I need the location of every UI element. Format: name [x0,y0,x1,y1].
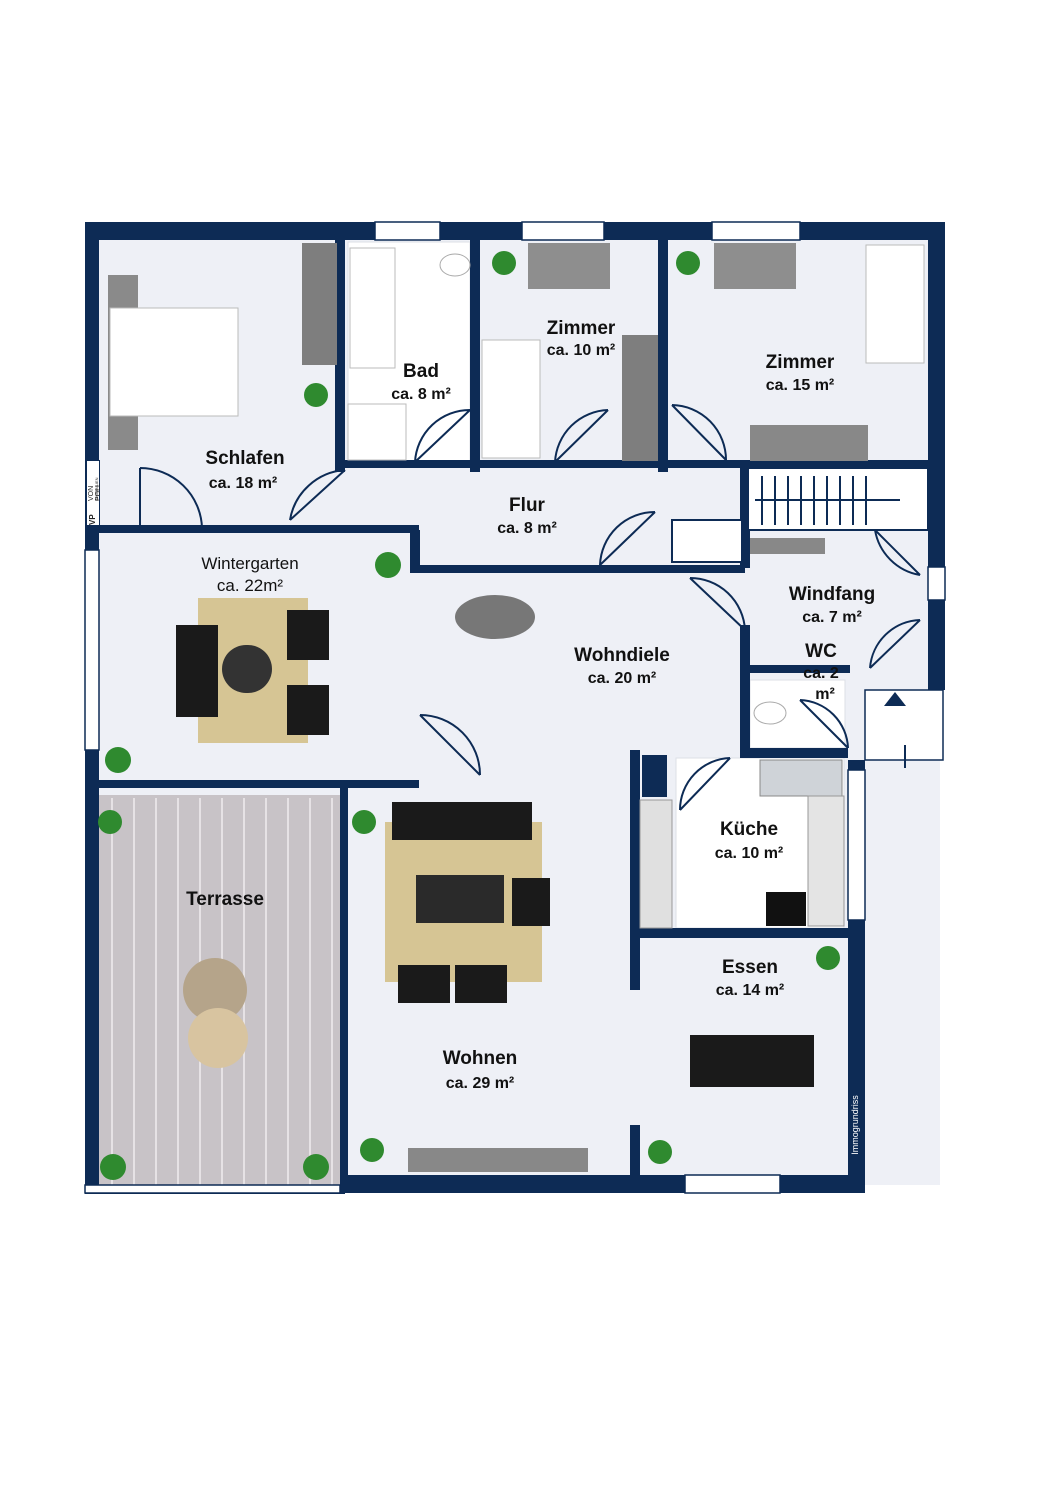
sink-icon [759,759,843,797]
room-wohndiele-area: ca. 20 m² [587,670,657,687]
staircase [747,467,929,531]
doors [139,404,921,811]
room-wc-area-unit: m² [815,686,835,703]
room-kueche-name: Küche [719,819,779,840]
stove-icon [766,892,806,926]
room-wohnen-name: Wohnen [442,1048,518,1069]
room-bad-name: Bad [403,361,439,382]
room-wc-area: ca. 2 [803,665,839,682]
room-zimmer2-name: Zimmer [765,352,835,373]
furniture [108,243,925,1172]
room-flur-name: Flur [509,495,545,516]
logo: VON POLL VP IMMOBILIEN [86,460,102,526]
plant-icon [98,251,840,1180]
windows [84,221,946,1194]
room-terrasse-name: Terrasse [186,889,264,910]
room-flur-area: ca. 8 m² [497,520,557,537]
room-zimmer2-area: ca. 15 m² [765,377,835,394]
room-wintergarten-area: ca. 22m² [216,576,284,595]
room-zimmer1-name: Zimmer [546,318,616,339]
logo-mark: VP [88,514,97,525]
room-zimmer1-area: ca. 10 m² [546,342,616,359]
room-schlafen-name: Schlafen [205,448,285,469]
room-wintergarten-name: Wintergarten [201,554,299,573]
room-kueche-area: ca. 10 m² [714,845,784,862]
room-essen-name: Essen [722,957,778,978]
room-schlafen-area: ca. 18 m² [208,475,278,492]
room-bad-area: ca. 8 m² [391,386,451,403]
room-wc-name: WC [805,641,837,662]
room-windfang-name: Windfang [788,584,876,605]
watermark: Immogrundriss [850,1095,860,1155]
room-windfang-area: ca. 7 m² [802,609,862,626]
room-wohnen-area: ca. 29 m² [445,1075,515,1092]
room-wohndiele-name: Wohndiele [574,645,670,666]
entrance-arrow-icon [884,692,906,706]
logo-subtext: IMMOBILIEN [94,477,99,501]
toilet-icon [753,701,787,725]
room-essen-area: ca. 14 m² [715,982,785,999]
sofa-icon [176,625,218,717]
entrance [864,689,944,768]
